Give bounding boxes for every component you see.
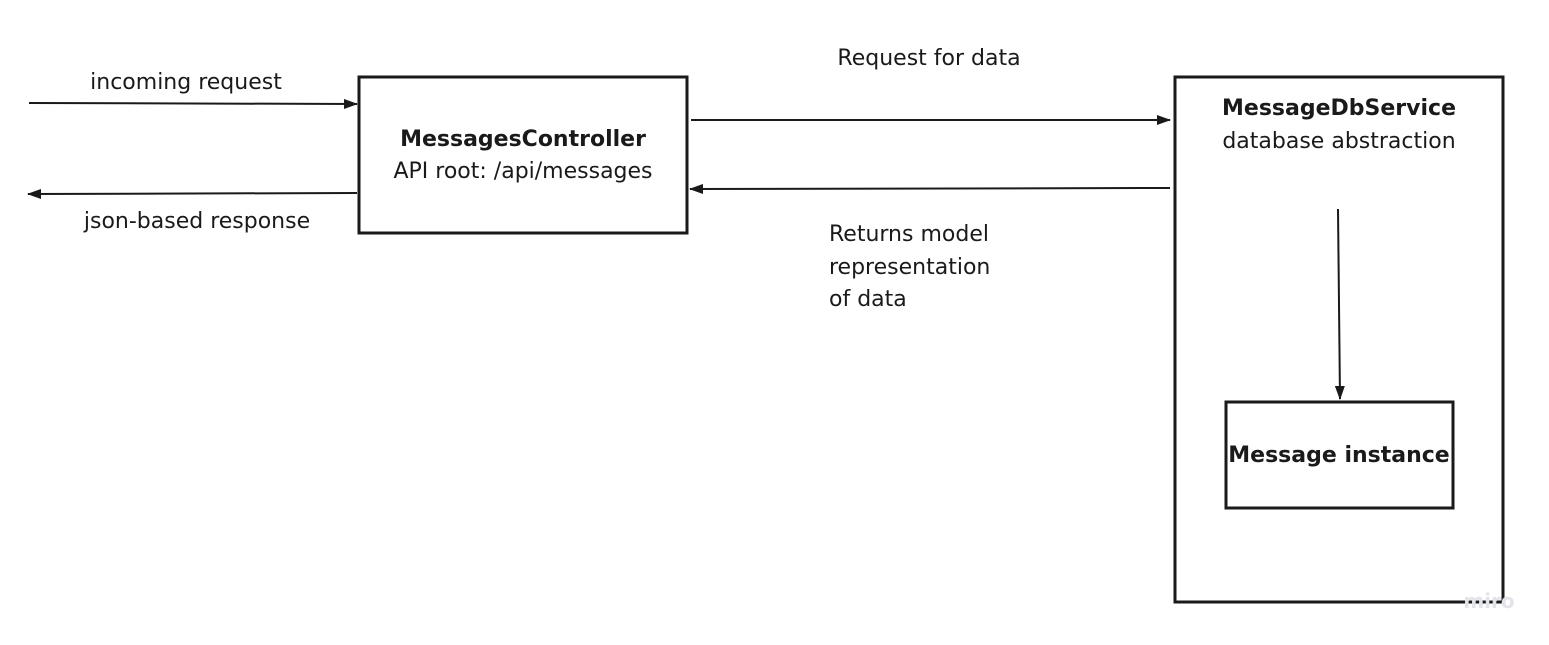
messages-controller-title: MessagesController (400, 127, 646, 152)
service-to-instance-arrow (1334, 208, 1345, 400)
request-for-data-label: Request for data (837, 46, 1020, 71)
messages-controller-subtitle: API root: /api/messages (393, 159, 652, 184)
json-response-arrow (27, 188, 358, 199)
json-response-edge: json-based response (27, 188, 358, 234)
returns-model-label-line-1: Returns model (829, 222, 989, 247)
miro-watermark: miro (1463, 589, 1514, 613)
messages-controller-node[interactable]: MessagesController API root: /api/messag… (357, 75, 689, 235)
json-response-label: json-based response (83, 209, 310, 234)
message-db-service-title: MessageDbService (1222, 96, 1456, 121)
message-db-service-subtitle: database abstraction (1222, 129, 1455, 154)
messages-controller-box (357, 75, 689, 235)
service-to-instance-edge (1334, 208, 1345, 400)
message-db-service-box (1173, 75, 1505, 604)
returns-model-arrow (689, 183, 1171, 194)
incoming-request-edge: incoming request (28, 70, 358, 109)
request-for-data-edge: Request for data (691, 46, 1171, 125)
message-instance-title: Message instance (1228, 443, 1449, 468)
returns-model-edge: Returns model representation of data (689, 183, 1171, 312)
returns-model-label-line-2: representation (829, 255, 990, 280)
returns-model-label-line-3: of data (829, 287, 907, 312)
message-instance-box (1224, 400, 1455, 510)
incoming-request-arrow (28, 98, 358, 109)
message-db-service-node[interactable]: MessageDbService database abstraction (1173, 75, 1505, 604)
message-instance-node[interactable]: Message instance (1224, 400, 1455, 510)
incoming-request-label: incoming request (90, 70, 282, 95)
